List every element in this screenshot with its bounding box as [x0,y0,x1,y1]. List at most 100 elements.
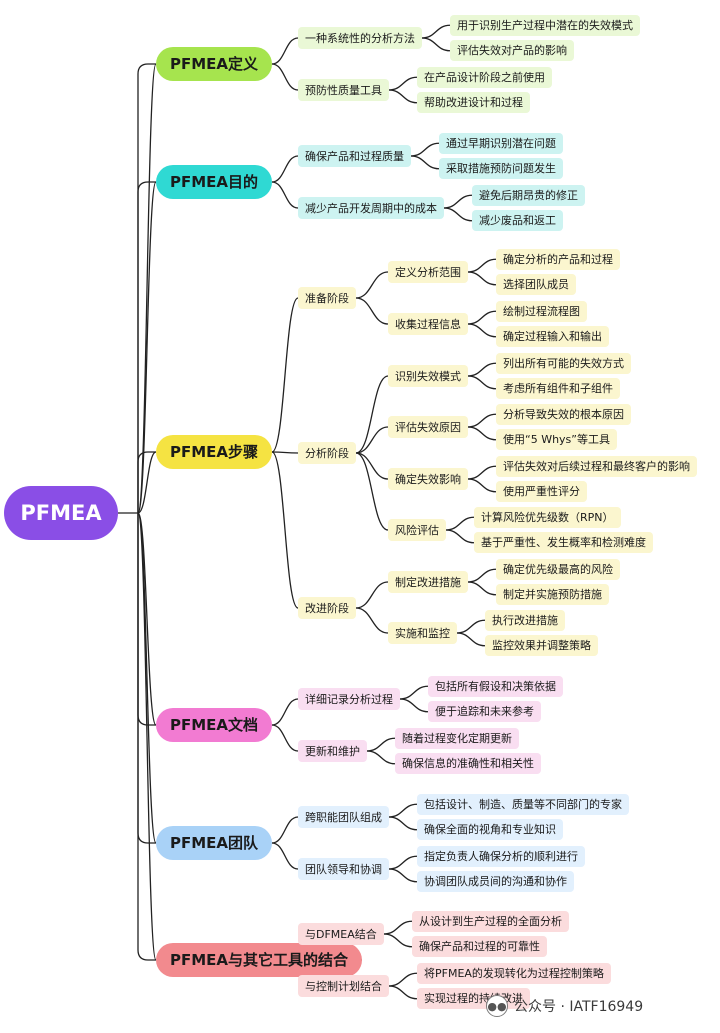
leaf-node[interactable]: 评估失效对后续过程和最终客户的影响 [496,455,697,477]
connector-line [388,985,418,1000]
branch-node[interactable]: 一种系统性的分析方法 [298,27,422,49]
leaf-node[interactable]: 将PFMEA的发现转化为过程控制策略 [417,962,611,984]
connector-line [271,842,299,870]
branch-node[interactable]: 确保产品和过程质量 [298,145,411,167]
connector-line [467,362,497,377]
leaf-node[interactable]: 执行改进措施 [485,609,565,631]
connector-line [355,271,389,299]
leaf-node[interactable]: 考虑所有组件和子组件 [496,378,620,400]
connector-line [399,698,429,713]
connector-line [137,181,157,514]
leaf-node[interactable]: 避免后期昂贵的修正 [472,184,585,206]
topic-node-5[interactable]: PFMEA团队 [156,826,273,860]
leaf-node[interactable]: 确定过程输入和输出 [496,326,609,348]
leaf-node[interactable]: 评估失效对产品的影响 [450,40,574,62]
step-node[interactable]: 风险评估 [388,519,446,541]
branch-node[interactable]: 跨职能团队组成 [298,806,389,828]
connector-line [271,181,299,209]
leaf-node[interactable]: 包括设计、制造、质量等不同部门的专家 [417,793,629,815]
step-node[interactable]: 定义分析范围 [388,261,468,283]
stage-node[interactable]: 改进阶段 [298,597,356,619]
topic-node-1[interactable]: PFMEA定义 [156,47,273,81]
step-node[interactable]: 评估失效原因 [388,416,468,438]
connector-line [137,451,157,514]
connector-line [388,816,418,831]
root-node[interactable]: PFMEA [4,486,118,540]
connector-line [467,310,497,325]
branch-node[interactable]: 与控制计划结合 [298,975,389,997]
leaf-node[interactable]: 指定负责人确保分析的顺利进行 [417,845,585,867]
branch-node[interactable]: 团队领导和协调 [298,858,389,880]
leaf-node[interactable]: 确定优先级最高的风险 [496,558,620,580]
connector-line [388,972,418,987]
leaf-node[interactable]: 制定并实施预防措施 [496,584,609,606]
topic-node-6[interactable]: PFMEA与其它工具的结合 [156,943,363,977]
connector-line [137,512,157,726]
connector-line [383,933,413,948]
step-node[interactable]: 实施和监控 [388,622,457,644]
stage-node[interactable]: 分析阶段 [298,442,356,464]
leaf-node[interactable]: 使用“5 Whys”等工具 [496,429,617,451]
branch-node[interactable]: 更新和维护 [298,740,367,762]
leaf-node[interactable]: 协调团队成员间的沟通和协作 [417,871,574,893]
connector-line [388,89,418,104]
step-node[interactable]: 制定改进措施 [388,571,468,593]
connector-line [137,63,157,514]
step-node[interactable]: 收集过程信息 [388,313,468,335]
connector-line [456,632,486,647]
leaf-node[interactable]: 便于追踪和未来参考 [428,701,541,723]
branch-node[interactable]: 详细记录分析过程 [298,688,400,710]
leaf-node[interactable]: 计算风险优先级数（RPN） [474,506,621,528]
connector-line [366,750,396,765]
leaf-node[interactable]: 用于识别生产过程中潜在的失效模式 [450,14,640,36]
stage-node[interactable]: 准备阶段 [298,287,356,309]
branch-node[interactable]: 预防性质量工具 [298,79,389,101]
watermark: ●● 公众号 · IATF16949 [486,994,643,1018]
connector-line [271,451,299,454]
connector-line [388,76,418,91]
connector-line [399,685,429,700]
step-node[interactable]: 确定失效影响 [388,468,468,490]
connector-line [467,568,497,583]
leaf-node[interactable]: 列出所有可能的失效方式 [496,352,631,374]
leaf-node[interactable]: 确保产品和过程的可靠性 [412,936,547,958]
connector-line [467,478,497,493]
connector-line [467,413,497,428]
leaf-node[interactable]: 基于严重性、发生概率和检测难度 [474,532,653,554]
leaf-node[interactable]: 选择团队成员 [496,274,576,296]
connector-line [355,297,389,325]
leaf-node[interactable]: 从设计到生产过程的全面分析 [412,910,569,932]
topic-node-3[interactable]: PFMEA步骤 [156,435,273,469]
leaf-node[interactable]: 确保信息的准确性和相关性 [395,753,541,775]
leaf-node[interactable]: 通过早期识别潜在问题 [439,132,563,154]
leaf-node[interactable]: 分析导致失效的根本原因 [496,403,631,425]
connector-line [137,63,156,513]
leaf-node[interactable]: 随着过程变化定期更新 [395,727,519,749]
topic-node-2[interactable]: PFMEA目的 [156,165,273,199]
leaf-node[interactable]: 使用严重性评分 [496,481,587,503]
leaf-node[interactable]: 确保全面的视角和专业知识 [417,819,563,841]
leaf-node[interactable]: 帮助改进设计和过程 [417,92,530,114]
leaf-node[interactable]: 确定分析的产品和过程 [496,248,620,270]
connector-line [467,426,497,441]
connector-line [410,155,440,170]
connector-line [137,512,157,844]
branch-node[interactable]: 减少产品开发周期中的成本 [298,197,444,219]
branch-node[interactable]: 与DFMEA结合 [298,923,384,945]
connector-line [388,868,418,883]
connector-line [137,181,156,513]
connector-line [443,207,473,222]
connector-line [137,451,156,513]
leaf-node[interactable]: 采取措施预防问题发生 [439,158,563,180]
leaf-node[interactable]: 监控效果并调整策略 [485,635,598,657]
connector-line [271,37,299,65]
leaf-node[interactable]: 包括所有假设和决策依据 [428,675,563,697]
connector-line [355,581,389,609]
leaf-node[interactable]: 减少废品和返工 [472,210,563,232]
connector-line [467,465,497,480]
step-node[interactable]: 识别失效模式 [388,365,468,387]
leaf-node[interactable]: 在产品设计阶段之前使用 [417,66,552,88]
leaf-node[interactable]: 绘制过程流程图 [496,300,587,322]
connector-line [467,323,497,338]
topic-node-4[interactable]: PFMEA文档 [156,708,273,742]
